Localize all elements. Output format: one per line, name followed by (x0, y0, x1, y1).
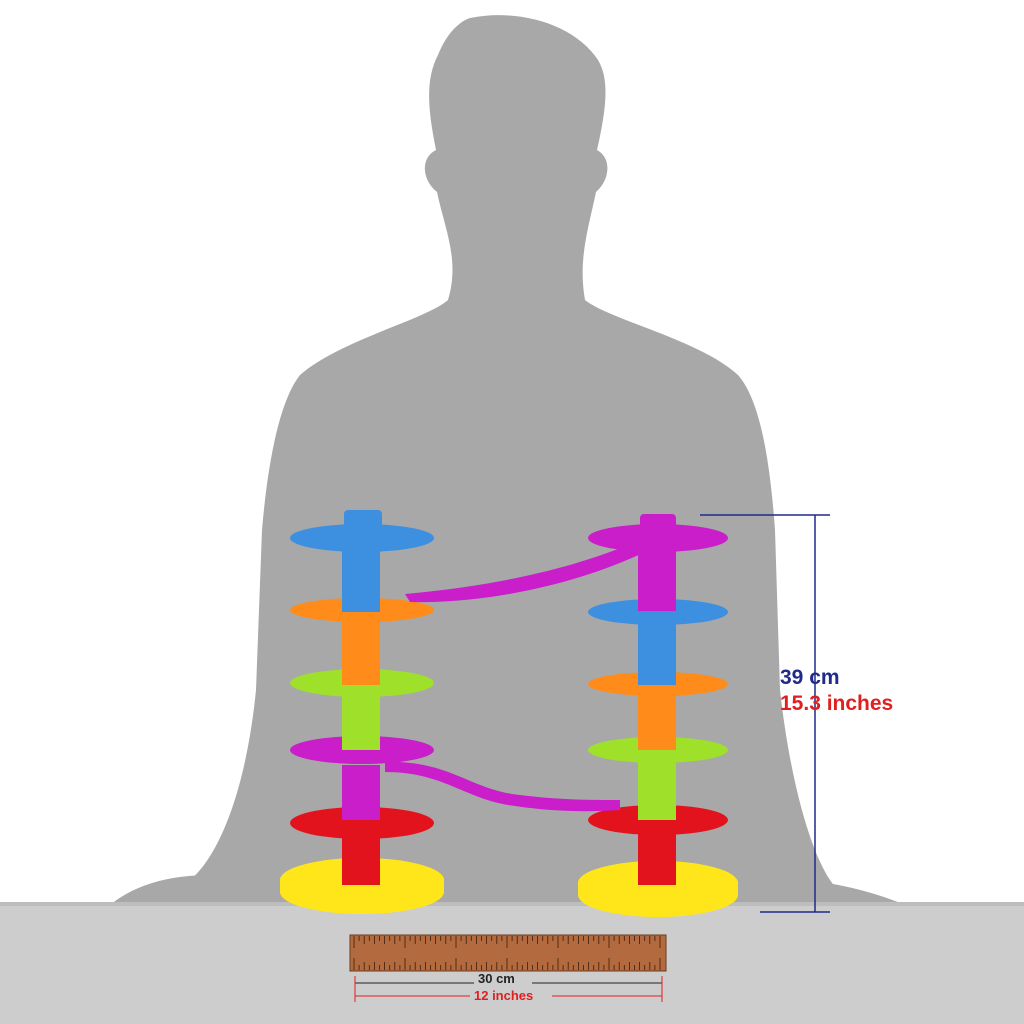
ruler-edge (349, 934, 667, 972)
ruler-icon (349, 934, 667, 972)
left-post-green (342, 695, 380, 750)
width-cm-label: 30 cm (478, 971, 515, 986)
left-post-orange (342, 620, 380, 685)
right-disc-magenta (588, 524, 728, 552)
height-dimension-line (700, 514, 830, 913)
right-post-red (638, 830, 676, 885)
upper-ramp (405, 540, 645, 603)
lower-ramp (385, 761, 620, 812)
ruler-body (350, 935, 666, 971)
person-silhouette-icon (110, 15, 905, 913)
left-post-red (342, 830, 380, 885)
right-tower (578, 514, 738, 917)
left-top-cap (344, 510, 382, 532)
width-dimension-lines (354, 976, 663, 1002)
right-post-magenta (638, 545, 676, 611)
right-post-orange (638, 695, 676, 750)
left-post-blue (342, 550, 380, 612)
right-post-blue (638, 620, 676, 685)
right-post-green (638, 760, 676, 820)
width-inches-label: 12 inches (474, 988, 534, 1003)
ruler-ticks (353, 936, 661, 970)
right-disc-blue (588, 599, 728, 625)
left-disc-blue (290, 524, 434, 552)
right-top-cap (640, 514, 676, 536)
left-post-magenta (342, 765, 380, 820)
left-tower (280, 510, 444, 914)
left-disc-red (290, 807, 434, 839)
person-head-torso (110, 15, 860, 913)
height-inches-label: 15.3 inches (780, 692, 894, 715)
ball-drop-toy-icon (280, 510, 738, 917)
table-edge (0, 902, 1024, 906)
height-cm-label: 39 cm (780, 666, 840, 689)
